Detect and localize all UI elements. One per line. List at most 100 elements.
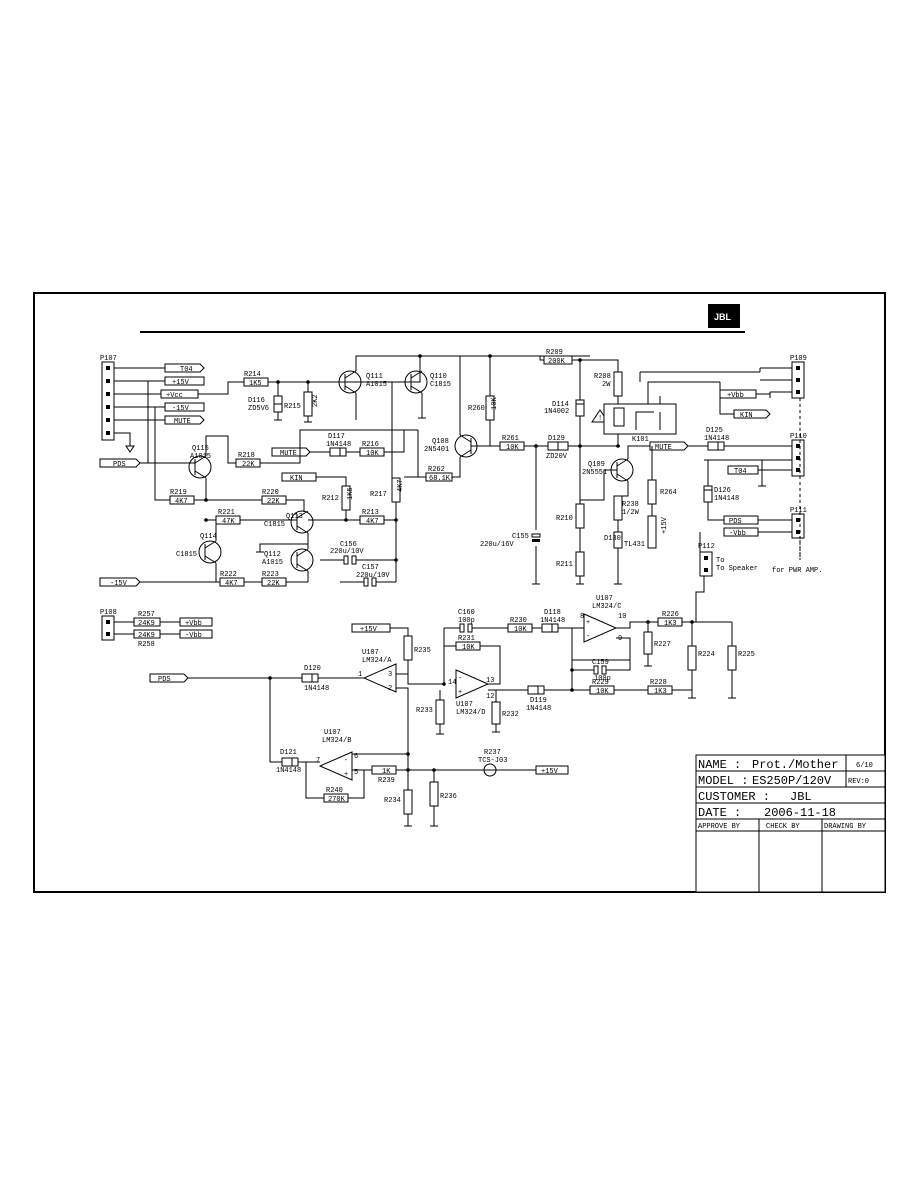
svg-text:4K7: 4K7: [175, 498, 188, 506]
svg-text:-Vbb: -Vbb: [729, 530, 746, 538]
net-mute: MUTE: [164, 415, 205, 426]
svg-text:3: 3: [388, 671, 392, 679]
svg-text:14: 14: [448, 679, 456, 687]
transistor-q108: Q108 2N5401: [424, 434, 478, 458]
svg-text:1K5: 1K5: [249, 380, 262, 388]
jbl-logo: JBL: [708, 304, 740, 328]
svg-text:T04: T04: [734, 468, 747, 476]
svg-text:R230: R230: [510, 617, 527, 625]
svg-text:D119: D119: [530, 697, 547, 705]
svg-text:JBL: JBL: [714, 312, 732, 322]
tb-rev: REV:0: [848, 778, 869, 786]
svg-text:1N4148: 1N4148: [714, 495, 739, 503]
svg-text:7: 7: [316, 757, 320, 765]
svg-text:R219: R219: [170, 489, 187, 497]
svg-text:2N5551: 2N5551: [582, 469, 607, 477]
svg-text:10: 10: [618, 613, 626, 621]
net-vbb-m: -Vbb: [179, 629, 213, 640]
opamp-u107d: U107 LM324/D - + 14 13 12: [448, 669, 494, 717]
svg-text:1N4148: 1N4148: [304, 685, 329, 693]
tb-model-value: ES250P/120V: [752, 774, 832, 788]
svg-text:LM324/C: LM324/C: [592, 603, 621, 611]
net-m15v2: -15V: [99, 577, 141, 588]
svg-text:TL431: TL431: [624, 541, 645, 549]
svg-text:ZD5V6: ZD5V6: [248, 405, 269, 413]
svg-text:-: -: [586, 633, 590, 641]
tb-name-label: NAME :: [698, 758, 741, 772]
svg-text:R234: R234: [384, 797, 401, 805]
svg-text:Q112: Q112: [264, 551, 281, 559]
svg-text:R258: R258: [138, 641, 155, 649]
svg-text:+Vbb: +Vbb: [727, 392, 744, 400]
svg-text:LM324/B: LM324/B: [322, 737, 351, 745]
svg-text:8: 8: [580, 613, 584, 621]
svg-text:D120: D120: [304, 665, 321, 673]
svg-text:A1015: A1015: [190, 453, 211, 461]
svg-text:C1815: C1815: [430, 381, 451, 389]
tb-date-value: 2006-11-18: [764, 806, 836, 820]
svg-text:D126: D126: [714, 487, 731, 495]
svg-text:1K: 1K: [382, 768, 391, 776]
svg-text:+Vbb: +Vbb: [185, 620, 202, 628]
svg-text:Q111: Q111: [366, 373, 383, 381]
svg-text:C1815: C1815: [264, 521, 285, 529]
svg-text:10K: 10K: [514, 626, 527, 634]
svg-text:68.1K: 68.1K: [429, 475, 451, 483]
svg-text:-: -: [344, 757, 348, 765]
svg-text:D125: D125: [706, 427, 723, 435]
svg-text:D116: D116: [248, 397, 265, 405]
svg-text:1K5: 1K5: [347, 487, 355, 500]
svg-text:Q113: Q113: [286, 513, 303, 521]
svg-text:220u/10V: 220u/10V: [330, 548, 364, 556]
svg-text:R210: R210: [556, 515, 573, 523]
svg-text:P111: P111: [790, 507, 807, 515]
svg-text:P110: P110: [790, 433, 807, 441]
net-pds: PDS: [99, 458, 141, 469]
svg-text:1N4148: 1N4148: [526, 705, 551, 713]
svg-text:C159: C159: [592, 659, 609, 667]
svg-text:R215: R215: [284, 403, 301, 411]
svg-text:2N5401: 2N5401: [424, 446, 449, 454]
net-mute2: MUTE: [271, 447, 311, 458]
net-pds-in: PDS: [149, 673, 189, 684]
relay-k101: K101: [603, 403, 677, 444]
svg-text:R217: R217: [370, 491, 387, 499]
svg-text:K101: K101: [632, 436, 649, 444]
svg-text:+: +: [458, 689, 462, 697]
net-t04: T04: [164, 363, 205, 374]
svg-text:+15V: +15V: [172, 379, 190, 387]
svg-text:C155: C155: [512, 533, 529, 541]
svg-text:22K: 22K: [267, 498, 280, 506]
svg-text:A1015: A1015: [262, 559, 283, 567]
opamp-u107c: U107 LM324/C + - 8 10 9: [580, 595, 626, 643]
svg-text:1N4002: 1N4002: [544, 408, 569, 416]
svg-text:MUTE: MUTE: [655, 444, 672, 452]
svg-text:P108: P108: [100, 609, 117, 617]
svg-text:270K: 270K: [328, 796, 346, 804]
svg-text:220u/16V: 220u/16V: [480, 541, 514, 549]
svg-text:C160: C160: [458, 609, 475, 617]
svg-text:LM324/A: LM324/A: [362, 657, 392, 665]
svg-text:R211: R211: [556, 561, 573, 569]
net-vcc: +Vcc: [160, 389, 199, 400]
opamp-u107b: U107 LM324/B - + 6 5 7: [316, 729, 358, 781]
svg-text:D117: D117: [328, 433, 345, 441]
svg-text:R233: R233: [416, 707, 433, 715]
svg-text:9: 9: [618, 635, 622, 643]
svg-text:D121: D121: [280, 749, 297, 757]
svg-text:MUTE: MUTE: [174, 418, 191, 426]
net-mute-r: MUTE: [649, 441, 689, 452]
svg-text:+: +: [586, 619, 590, 627]
net-p15v: +15V: [164, 376, 205, 387]
svg-text:R262: R262: [428, 466, 445, 474]
svg-text:R218: R218: [238, 452, 255, 460]
svg-text:R227: R227: [654, 641, 671, 649]
svg-text:R223: R223: [262, 571, 279, 579]
svg-text:R264: R264: [660, 489, 677, 497]
svg-text:A1015: A1015: [366, 381, 387, 389]
svg-text:10K: 10K: [462, 644, 475, 652]
svg-text:-15V: -15V: [110, 580, 128, 588]
svg-text:4K7: 4K7: [397, 479, 405, 492]
svg-text:D129: D129: [548, 435, 565, 443]
